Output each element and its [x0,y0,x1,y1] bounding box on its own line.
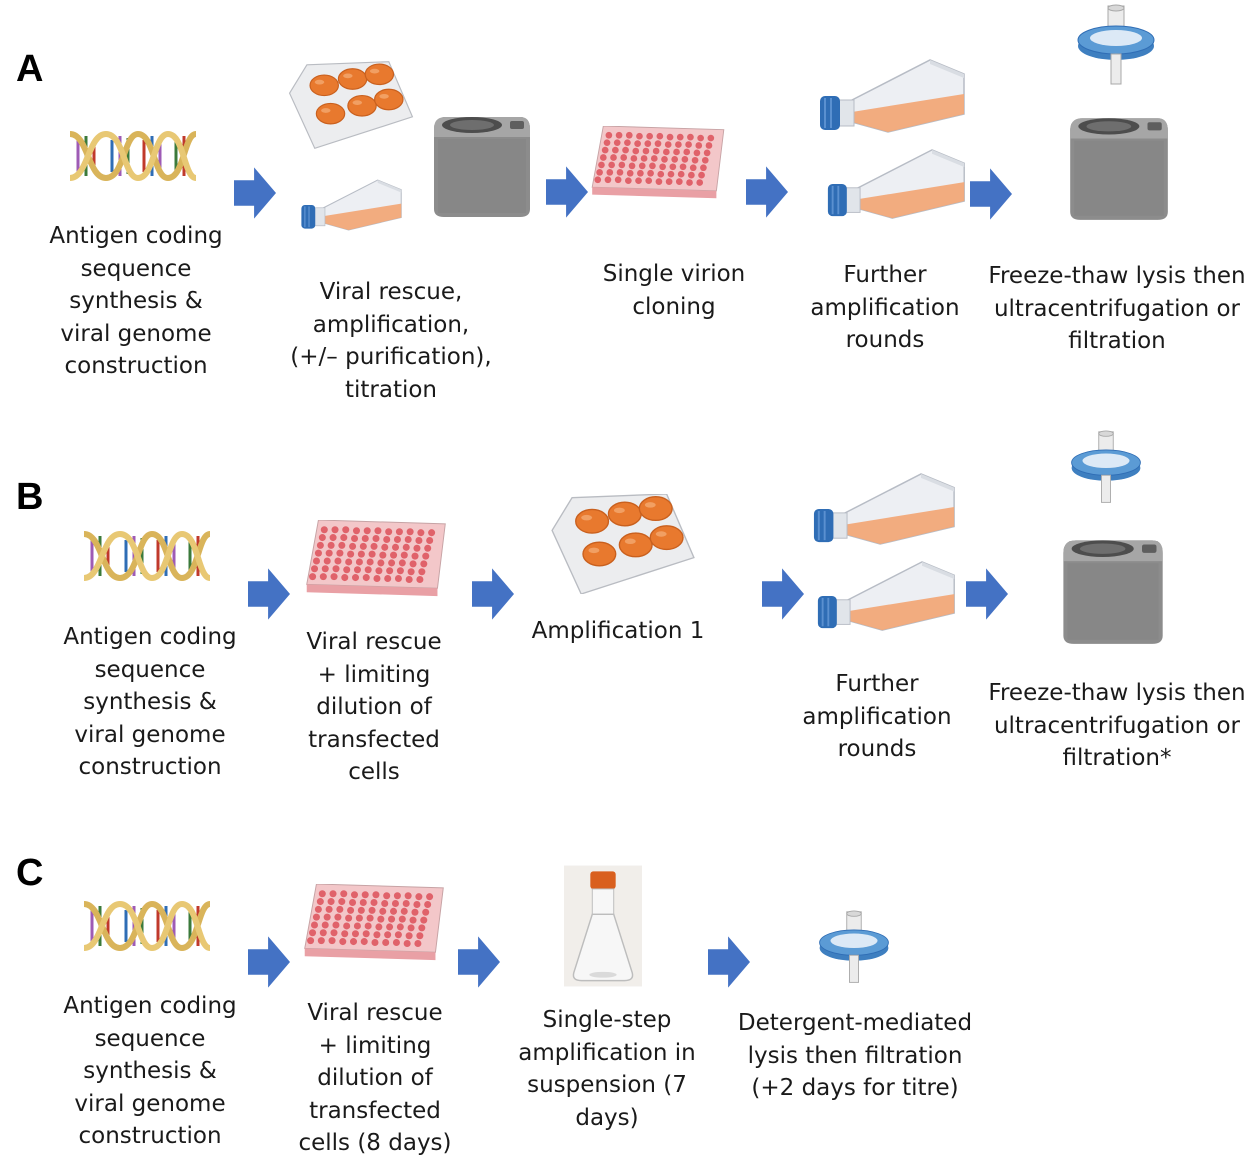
panel-label-a: A [16,48,44,90]
dna-helix-icon [80,528,214,584]
step-caption: Viral rescue, amplification, (+/– purifi… [290,279,492,403]
step-caption: Antigen coding sequence synthesis & vira… [63,993,237,1149]
dna-helix-icon [66,128,200,184]
panel-label-b: B [16,476,44,518]
flow-arrow-icon [546,164,588,220]
step-caption: Viral rescue + limiting dilution of tran… [306,629,442,785]
flow-arrow-icon [472,566,514,622]
six-well-plate-icon [288,46,414,164]
flow-arrow-icon [746,164,788,220]
step-caption: Viral rescue + limiting dilution of tran… [298,1000,452,1156]
step-caption: Single-step amplification in suspension … [518,1007,696,1131]
six-well-plate-icon [548,494,698,594]
flow-arrow-icon [248,566,290,622]
ninety-six-well-plate-icon [588,126,728,202]
step-caption: Antigen coding sequence synthesis & vira… [49,223,223,379]
erlenmeyer-flask-icon [564,864,642,988]
step-caption: Amplification 1 [531,618,705,644]
step-caption: Antigen coding sequence synthesis & vira… [63,624,237,780]
centrifuge-icon [1054,528,1170,648]
syringe-filter-icon [1066,430,1146,506]
syringe-filter-icon [1076,4,1156,88]
ninety-six-well-plate-icon [300,884,448,964]
flow-arrow-icon [234,165,276,221]
step-caption: Freeze-thaw lysis then ultracentrifugati… [988,680,1246,771]
panel-label-c: C [16,852,44,894]
step-caption: Detergent-mediated lysis then filtration… [737,1010,973,1101]
step-caption: Freeze-thaw lysis then ultracentrifugati… [988,263,1246,354]
culture-flask-icon [812,470,958,548]
step-caption: Further amplification rounds [810,262,960,353]
step-caption: Further amplification rounds [802,671,952,762]
flow-arrow-icon [248,934,290,990]
flow-arrow-icon [458,934,500,990]
step-caption: Single virion cloning [602,261,746,320]
syringe-filter-icon [814,910,894,986]
culture-flask-icon [826,146,968,222]
centrifuge-icon [426,104,536,222]
culture-flask-icon [300,176,404,234]
ninety-six-well-plate-icon [302,520,450,600]
dna-helix-icon [80,898,214,954]
culture-flask-icon [818,56,968,136]
flow-arrow-icon [970,166,1012,222]
culture-flask-icon [816,558,958,634]
flow-arrow-icon [708,934,750,990]
flow-arrow-icon [762,566,804,622]
flow-arrow-icon [966,566,1008,622]
centrifuge-icon [1062,106,1174,224]
